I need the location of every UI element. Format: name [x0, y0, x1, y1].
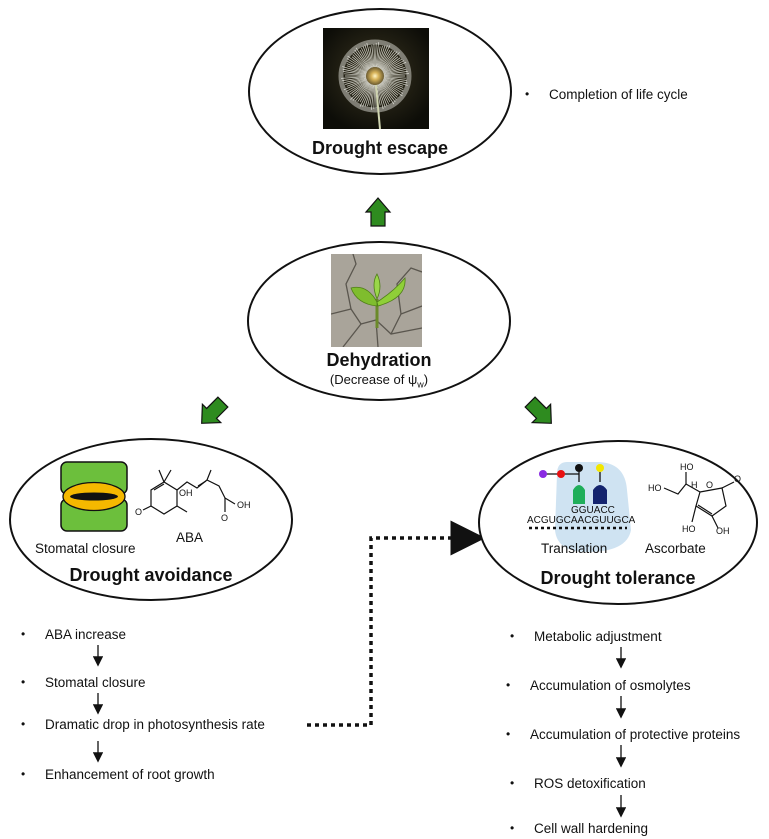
ascorbate-label: Ascorbate: [645, 541, 706, 556]
tolerance-title: Drought tolerance: [540, 568, 696, 588]
tolerance-step-5: Cell wall hardening: [510, 821, 648, 836]
stomata-icon: [59, 460, 129, 533]
dehydration-subtitle: (Decrease of ψw): [247, 372, 511, 390]
seedling-photo: [331, 254, 422, 347]
tolerance-step-4: ROS detoxification: [510, 776, 646, 791]
tolerance-step-3: Accumulation of protective proteins: [506, 727, 740, 742]
escape-note: Completion of life cycle: [525, 87, 688, 102]
aba-o-atom: O: [135, 507, 142, 517]
psi-subscript: w: [417, 379, 424, 390]
mrna-text: ACGUGCAACGUUGCA: [527, 515, 635, 526]
dehydration-title: Dehydration: [326, 350, 432, 370]
avoidance-step-2: Stomatal closure: [21, 675, 145, 690]
green-arrow-down-right-icon: [524, 396, 552, 424]
asc-ho-3: HO: [682, 524, 696, 534]
tolerance-step-1: Metabolic adjustment: [510, 629, 661, 644]
asc-h: H: [691, 480, 698, 490]
subtitle-suffix: ): [423, 372, 429, 387]
asc-o-ring: O: [706, 480, 713, 490]
avoidance-step-1: ABA increase: [21, 627, 126, 642]
avoidance-step-4: Enhancement of root growth: [21, 767, 215, 782]
asc-o-carbonyl: O: [734, 474, 741, 484]
ascorbate-molecule-icon: HO HO H O O HO OH: [642, 458, 748, 536]
avoidance-title: Drought avoidance: [69, 565, 233, 585]
tolerance-step-2: Accumulation of osmolytes: [506, 678, 691, 693]
asc-ho-2: HO: [648, 483, 662, 493]
green-arrow-up-icon: [364, 197, 392, 227]
aba-label: ABA: [176, 530, 204, 545]
avoidance-ellipse: [9, 438, 293, 601]
avoidance-step-3: Dramatic drop in photosynthesis rate: [21, 717, 265, 732]
aba-cooh-o-atom: O: [221, 513, 228, 523]
asc-ho-1: HO: [680, 462, 694, 472]
aba-cooh-oh-atom: OH: [237, 500, 251, 510]
stomata-label: Stomatal closure: [35, 541, 136, 556]
asc-oh: OH: [716, 526, 730, 534]
green-arrow-down-left-icon: [201, 396, 229, 424]
dotted-connector: [307, 520, 486, 727]
dandelion-photo: [323, 28, 429, 129]
escape-title: Drought escape: [311, 138, 449, 158]
trna-icon: GGUACC ACGUGCAACGUUGCA: [527, 460, 636, 554]
aba-oh-atom: OH: [179, 488, 193, 498]
psi-symbol: ψ: [407, 372, 418, 387]
aba-molecule-icon: OH O OH O: [135, 456, 255, 524]
subtitle-prefix: (Decrease of: [329, 372, 408, 387]
anticodon-text: GGUACC: [571, 505, 615, 516]
translation-label: Translation: [541, 541, 608, 556]
tolerance-ellipse: [478, 440, 758, 605]
